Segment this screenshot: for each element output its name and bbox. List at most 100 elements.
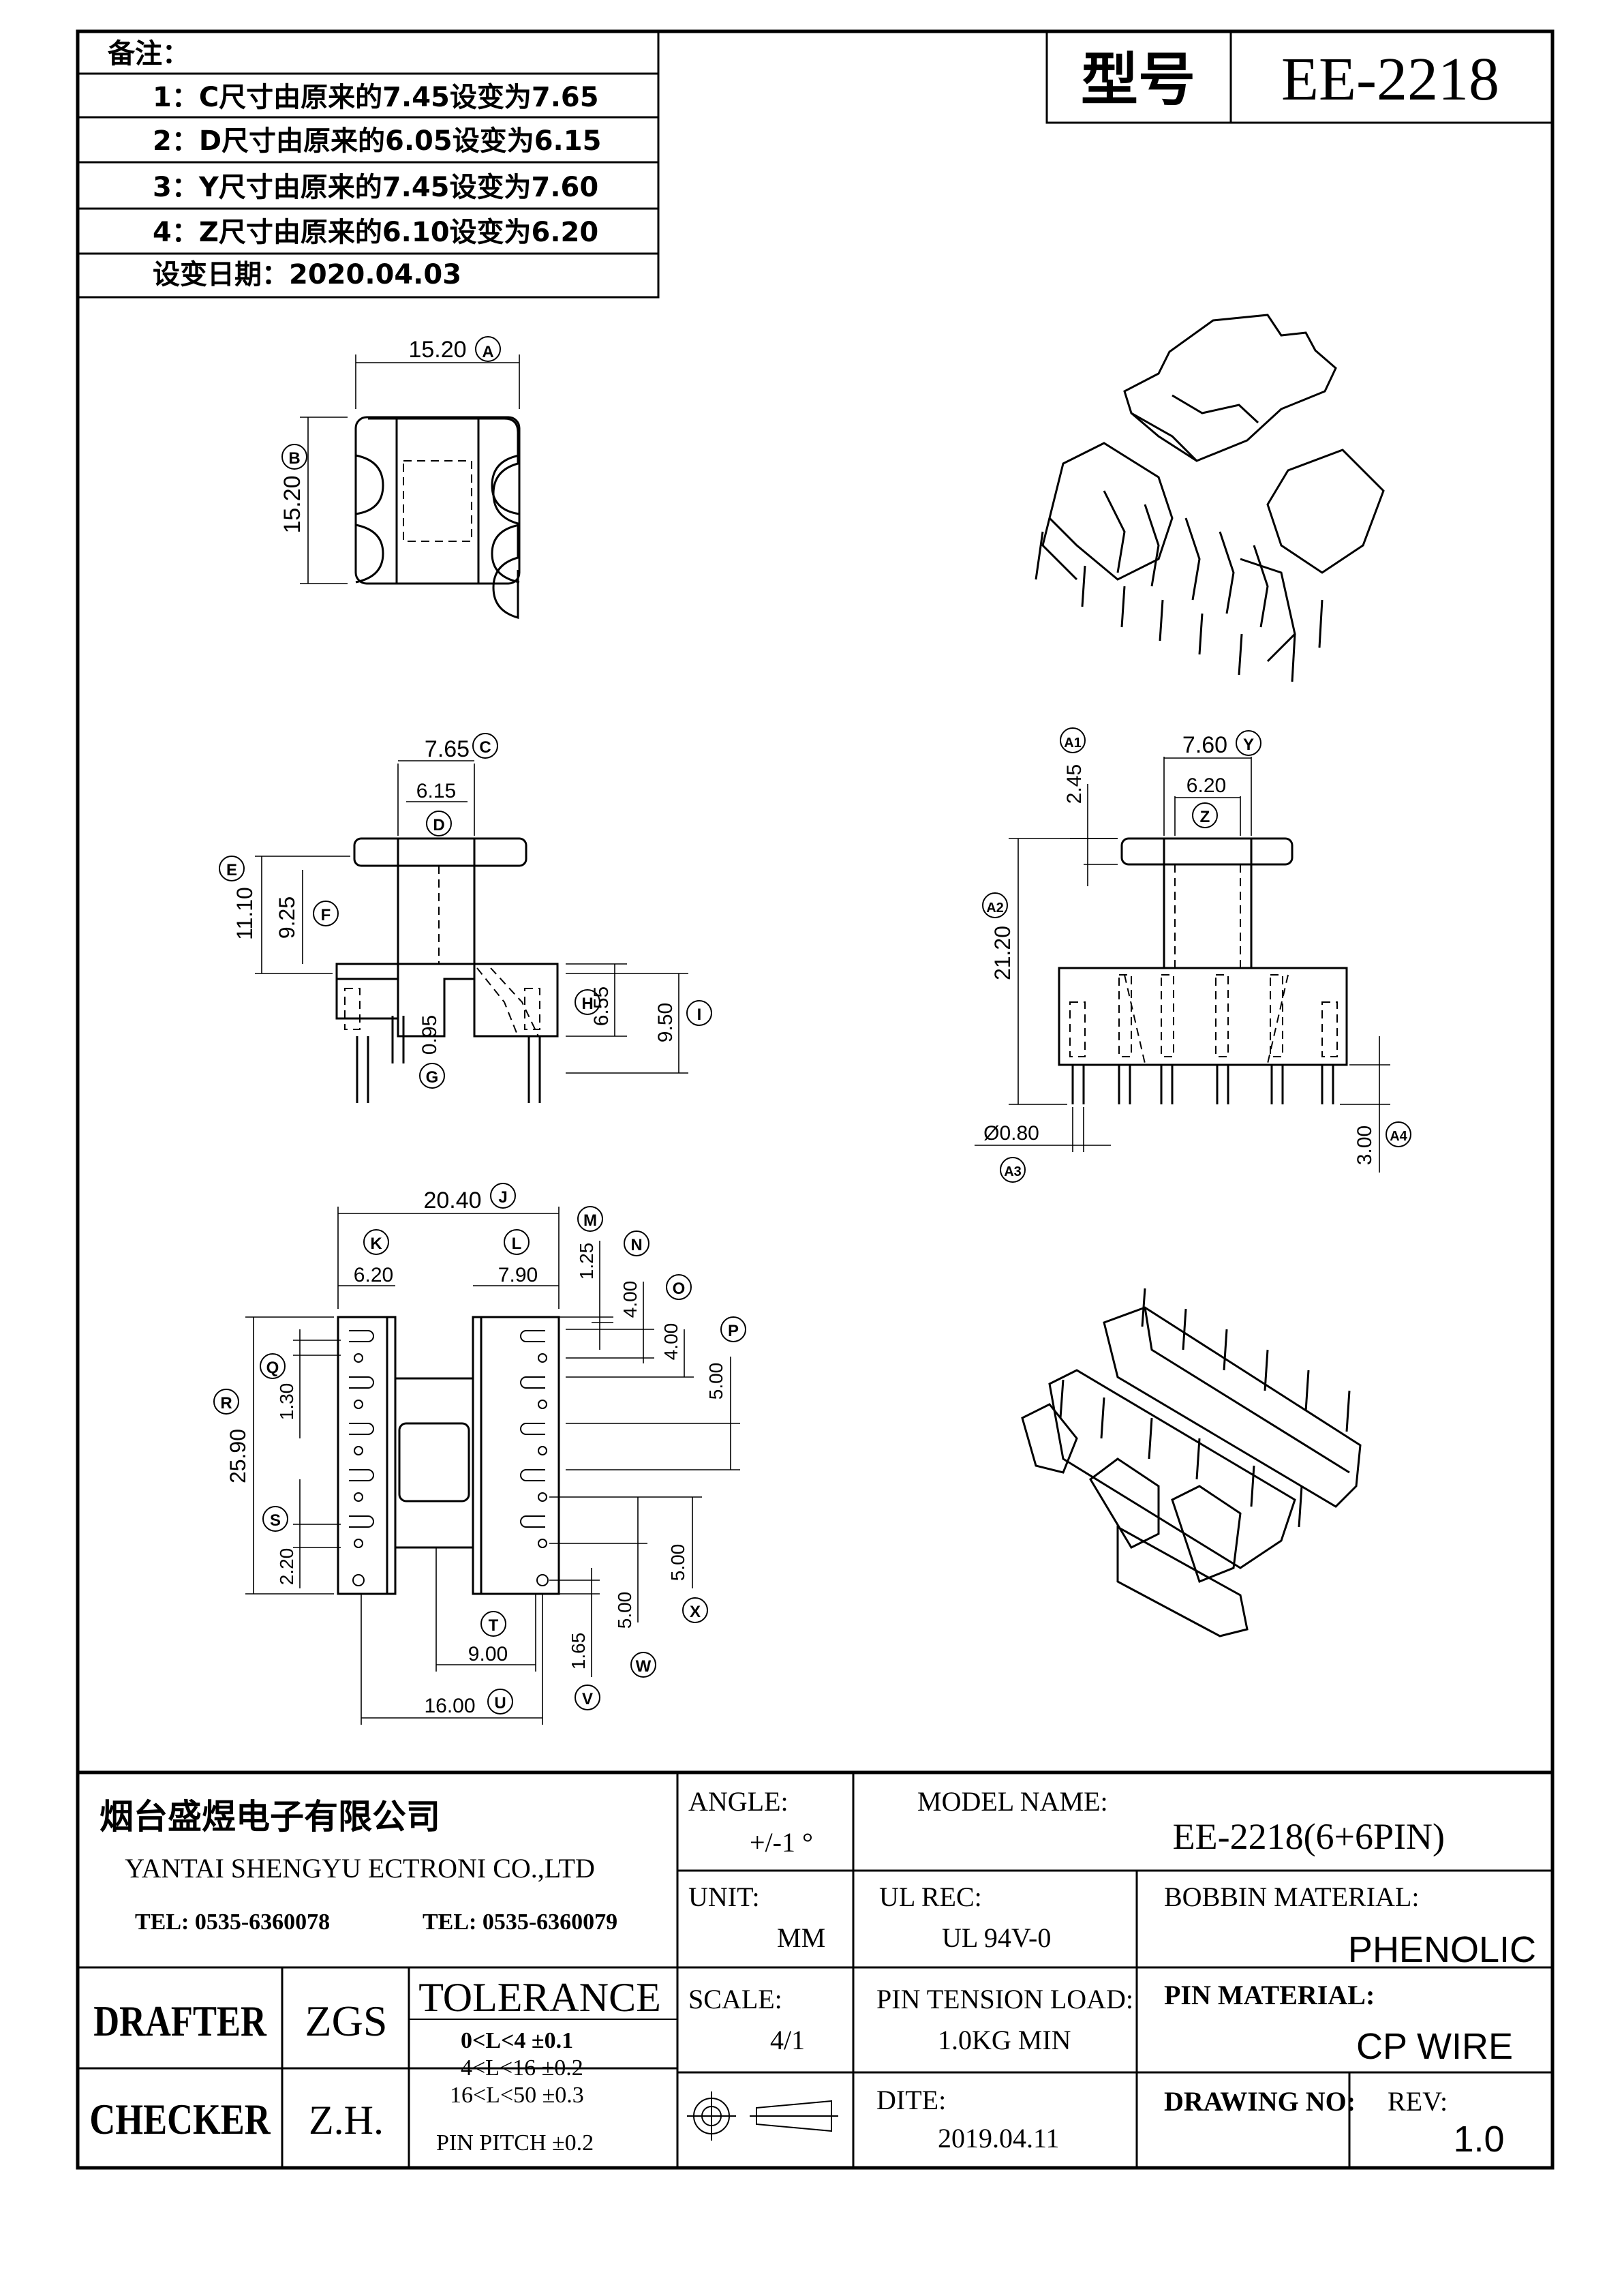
pin-tension-label: PIN TENSION LOAD: <box>876 1984 1133 2014</box>
dim-b: 15.20 <box>279 475 305 533</box>
tag-k: K <box>370 1235 382 1253</box>
notes-block: 备注： 1：C尺寸由原来的7.45设变为7.65 2：D尺寸由原来的6.05设变… <box>76 30 660 299</box>
dim-z: 6.20 <box>1187 774 1226 797</box>
date-value: 2019.04.11 <box>938 2123 1060 2154</box>
dim-x: 5.00 <box>667 1544 688 1582</box>
tag-m: M <box>583 1211 597 1230</box>
tag-o: O <box>673 1280 686 1298</box>
tag-p: P <box>728 1322 739 1340</box>
tag-e: E <box>226 861 237 879</box>
change-date: 设变日期：2020.04.03 <box>153 259 461 290</box>
dim-a: 15.20 <box>408 337 466 363</box>
unit-label: UNIT: <box>688 1882 760 1912</box>
scale-label: SCALE: <box>688 1984 782 2014</box>
model-value: EE-2218 <box>1281 46 1499 113</box>
tag-a: A <box>482 343 493 361</box>
tag-w: W <box>636 1657 652 1676</box>
tag-j: J <box>498 1188 507 1207</box>
note-4: 4：Z尺寸由原来的6.10设变为6.20 <box>153 217 598 248</box>
angle-label: ANGLE: <box>688 1786 789 1817</box>
dim-d: 6.15 <box>416 780 456 802</box>
pin-tension-value: 1.0KG MIN <box>938 2025 1071 2055</box>
tag-n: N <box>630 1236 642 1254</box>
checker-value: Z.H. <box>309 2098 384 2143</box>
tag-d: D <box>433 816 444 834</box>
title-block: 烟台盛煜电子有限公司 YANTAI SHENGYU ECTRONI CO.,LT… <box>78 1770 1552 2168</box>
tag-f: F <box>321 906 331 924</box>
tag-h: H <box>581 995 593 1013</box>
dim-l: 7.90 <box>498 1264 538 1286</box>
tag-s: S <box>270 1511 281 1530</box>
tolerance-label: TOLERANCE <box>418 1975 661 2020</box>
drafter-value: ZGS <box>305 1997 388 2045</box>
tag-q: Q <box>266 1359 279 1377</box>
side-view: 7.60 Y 6.20 Z 2.45 A1 21.20 A2 Ø0.80 A3 <box>975 727 1411 1183</box>
notes-header: 备注： <box>108 38 189 70</box>
dim-r: 25.90 <box>226 1429 250 1483</box>
angle-value: +/-1 ° <box>750 1827 813 1858</box>
dim-a4: 3.00 <box>1353 1126 1376 1165</box>
model-name-value: EE-2218(6+6PIN) <box>1173 1816 1445 1857</box>
dim-i: 9.50 <box>654 1003 677 1042</box>
rev-label: REV: <box>1388 2086 1448 2117</box>
dim-p: 5.00 <box>705 1363 726 1400</box>
dim-a3: Ø0.80 <box>983 1122 1039 1145</box>
tag-i: I <box>697 1006 702 1024</box>
tolerance-row-3: 16<L<50 ±0.3 <box>450 2083 584 2108</box>
checker-label: CHECKER <box>89 2095 271 2143</box>
tag-l: L <box>512 1235 522 1253</box>
dim-u: 16.00 <box>424 1695 475 1717</box>
projection-symbol <box>687 2091 838 2141</box>
tel-2: TEL: 0535-6360079 <box>423 1909 617 1935</box>
tag-u: U <box>494 1694 506 1712</box>
iso-view-bottom <box>1021 1288 1362 1637</box>
dim-e: 11.10 <box>232 887 257 940</box>
front-view: 7.65 C 6.15 D 11.10 E 9.25 F 0.95 G 6.55… <box>219 733 712 1103</box>
dim-a1: 2.45 <box>1063 764 1086 804</box>
dim-n: 4.00 <box>619 1281 641 1318</box>
tag-x: X <box>690 1603 701 1621</box>
dim-j: 20.40 <box>423 1188 481 1213</box>
dim-y: 7.60 <box>1182 732 1227 758</box>
pin-material-value: CP WIRE <box>1356 2026 1513 2067</box>
dim-f: 9.25 <box>275 896 299 939</box>
tag-z: Z <box>1200 808 1210 826</box>
dim-w: 5.00 <box>614 1592 635 1629</box>
dim-a2: 21.20 <box>990 926 1015 980</box>
model-box: 型号 EE-2218 <box>1045 30 1554 124</box>
tag-r: R <box>220 1394 232 1413</box>
tolerance-row-1: 0<L<4 ±0.1 <box>461 2028 573 2053</box>
ul-label: UL REC: <box>879 1882 982 1912</box>
dim-h: 6.55 <box>590 986 613 1026</box>
dim-g: 0.95 <box>418 1015 441 1055</box>
drawing-no-label: DRAWING NO: <box>1164 2086 1356 2117</box>
company-cn: 烟台盛煜电子有限公司 <box>100 1797 440 1837</box>
dim-q: 1.30 <box>276 1383 297 1421</box>
dim-v: 1.65 <box>568 1633 589 1670</box>
date-label: DITE: <box>876 2085 946 2115</box>
tag-a1: A1 <box>1064 736 1082 751</box>
tag-v: V <box>582 1690 593 1708</box>
drafter-label: DRAFTER <box>93 1997 266 2045</box>
dim-s: 2.20 <box>276 1548 297 1586</box>
note-3: 3：Y尺寸由原来的7.45设变为7.60 <box>153 172 598 203</box>
note-2: 2：D尺寸由原来的6.05设变为6.15 <box>153 125 601 157</box>
dim-o: 4.00 <box>660 1323 682 1361</box>
tel-1: TEL: 0535-6360078 <box>135 1909 330 1935</box>
tag-y: Y <box>1243 736 1254 754</box>
tag-a4: A4 <box>1390 1129 1407 1144</box>
scale-value: 4/1 <box>770 2025 805 2055</box>
model-name-label: MODEL NAME: <box>917 1786 1108 1817</box>
top-view: 15.20 A 15.20 B <box>279 336 521 619</box>
dim-m: 1.25 <box>576 1243 597 1280</box>
sheet-border <box>76 29 1555 2170</box>
dim-t: 9.00 <box>468 1643 508 1665</box>
tolerance-row-2: 4<L<16 ±0.2 <box>461 2055 583 2081</box>
dim-k: 6.20 <box>354 1264 393 1286</box>
tag-a3: A3 <box>1004 1164 1022 1179</box>
bobbin-value: PHENOLIC <box>1348 1929 1536 1970</box>
tag-b: B <box>288 449 300 468</box>
note-1: 1：C尺寸由原来的7.45设变为7.65 <box>153 82 599 113</box>
iso-view-top <box>1035 314 1385 682</box>
